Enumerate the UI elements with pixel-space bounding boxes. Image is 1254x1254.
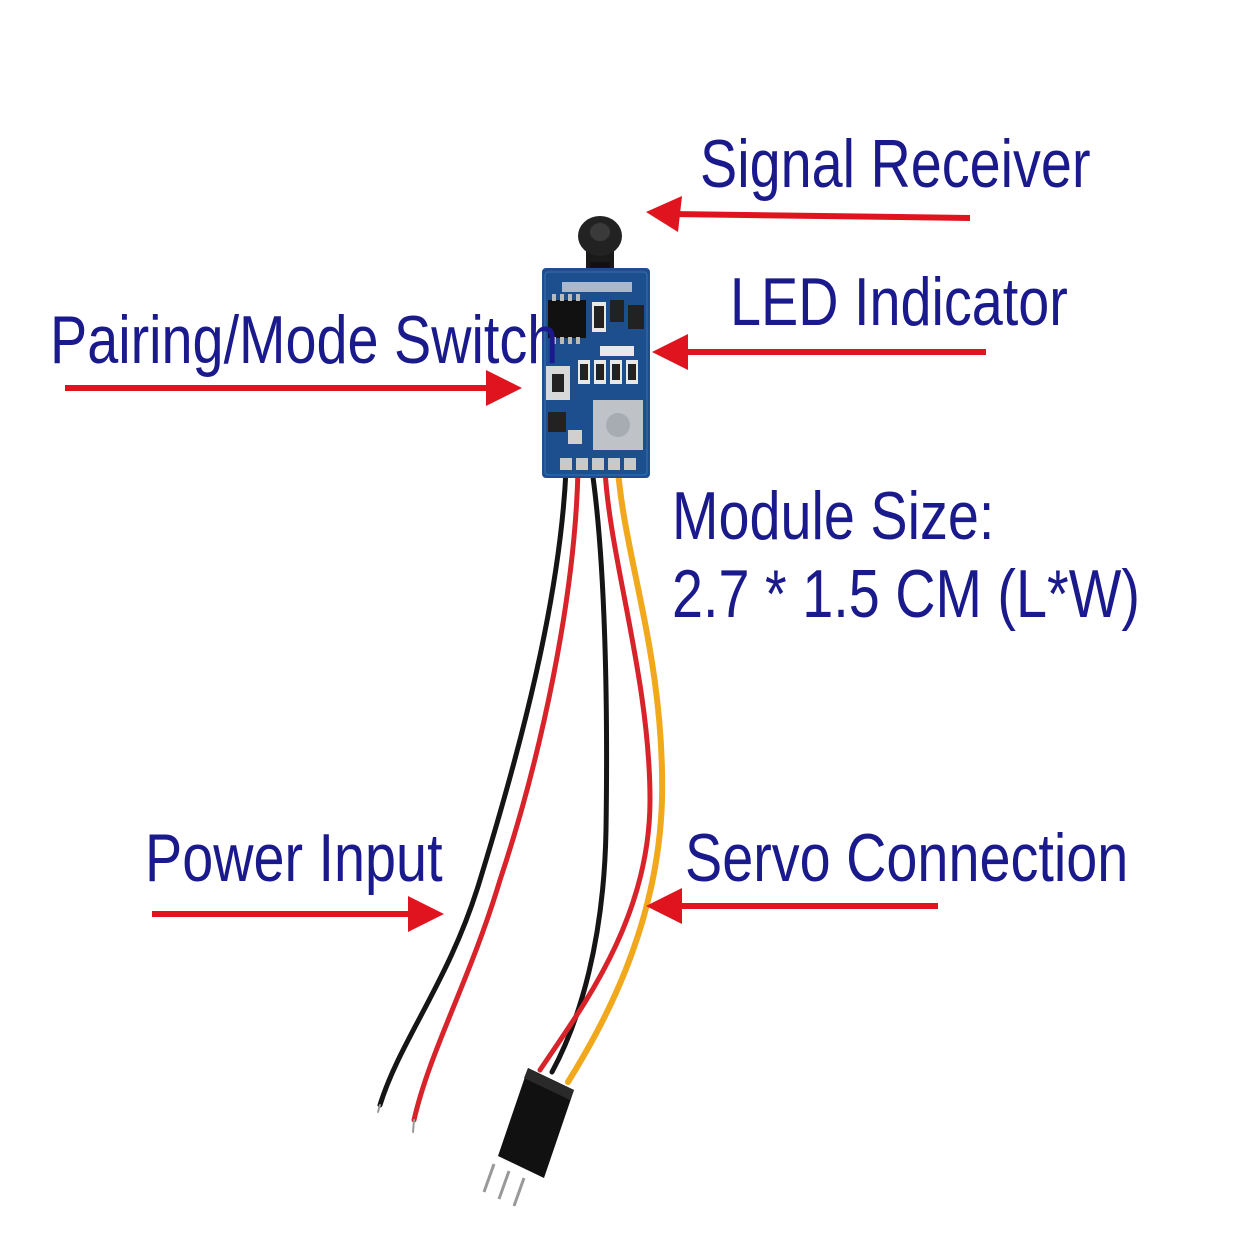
power-wire-red [411, 467, 581, 1123]
label-pairing-switch: Pairing/Mode Switch [50, 302, 559, 378]
servo-wire-red [537, 467, 653, 1073]
label-signal-receiver: Signal Receiver [700, 126, 1091, 202]
arrow-led-indicator [652, 334, 986, 370]
annotation-arrows [65, 196, 986, 932]
servo-wires [537, 467, 666, 1085]
label-power-input: Power Input [145, 820, 443, 896]
pairing-button [546, 366, 570, 400]
label-module-size-value: 2.7 * 1.5 CM (L*W) [672, 556, 1140, 632]
pcb-board [542, 268, 650, 478]
arrow-power-input [152, 896, 444, 932]
servo-wire-yellow [565, 467, 666, 1085]
power-wire-black [377, 467, 569, 1108]
arrow-signal-receiver [646, 196, 971, 232]
label-module-size-heading: Module Size: [672, 478, 995, 554]
led-indicator-row [578, 346, 638, 384]
power-wires [377, 467, 581, 1133]
label-led-indicator: LED Indicator [730, 264, 1068, 340]
label-servo-connection: Servo Connection [685, 820, 1129, 896]
servo-connector [482, 1068, 574, 1207]
ic-chip [548, 300, 586, 338]
arrow-pairing-switch [65, 370, 522, 406]
arrow-servo-connection [646, 888, 938, 924]
